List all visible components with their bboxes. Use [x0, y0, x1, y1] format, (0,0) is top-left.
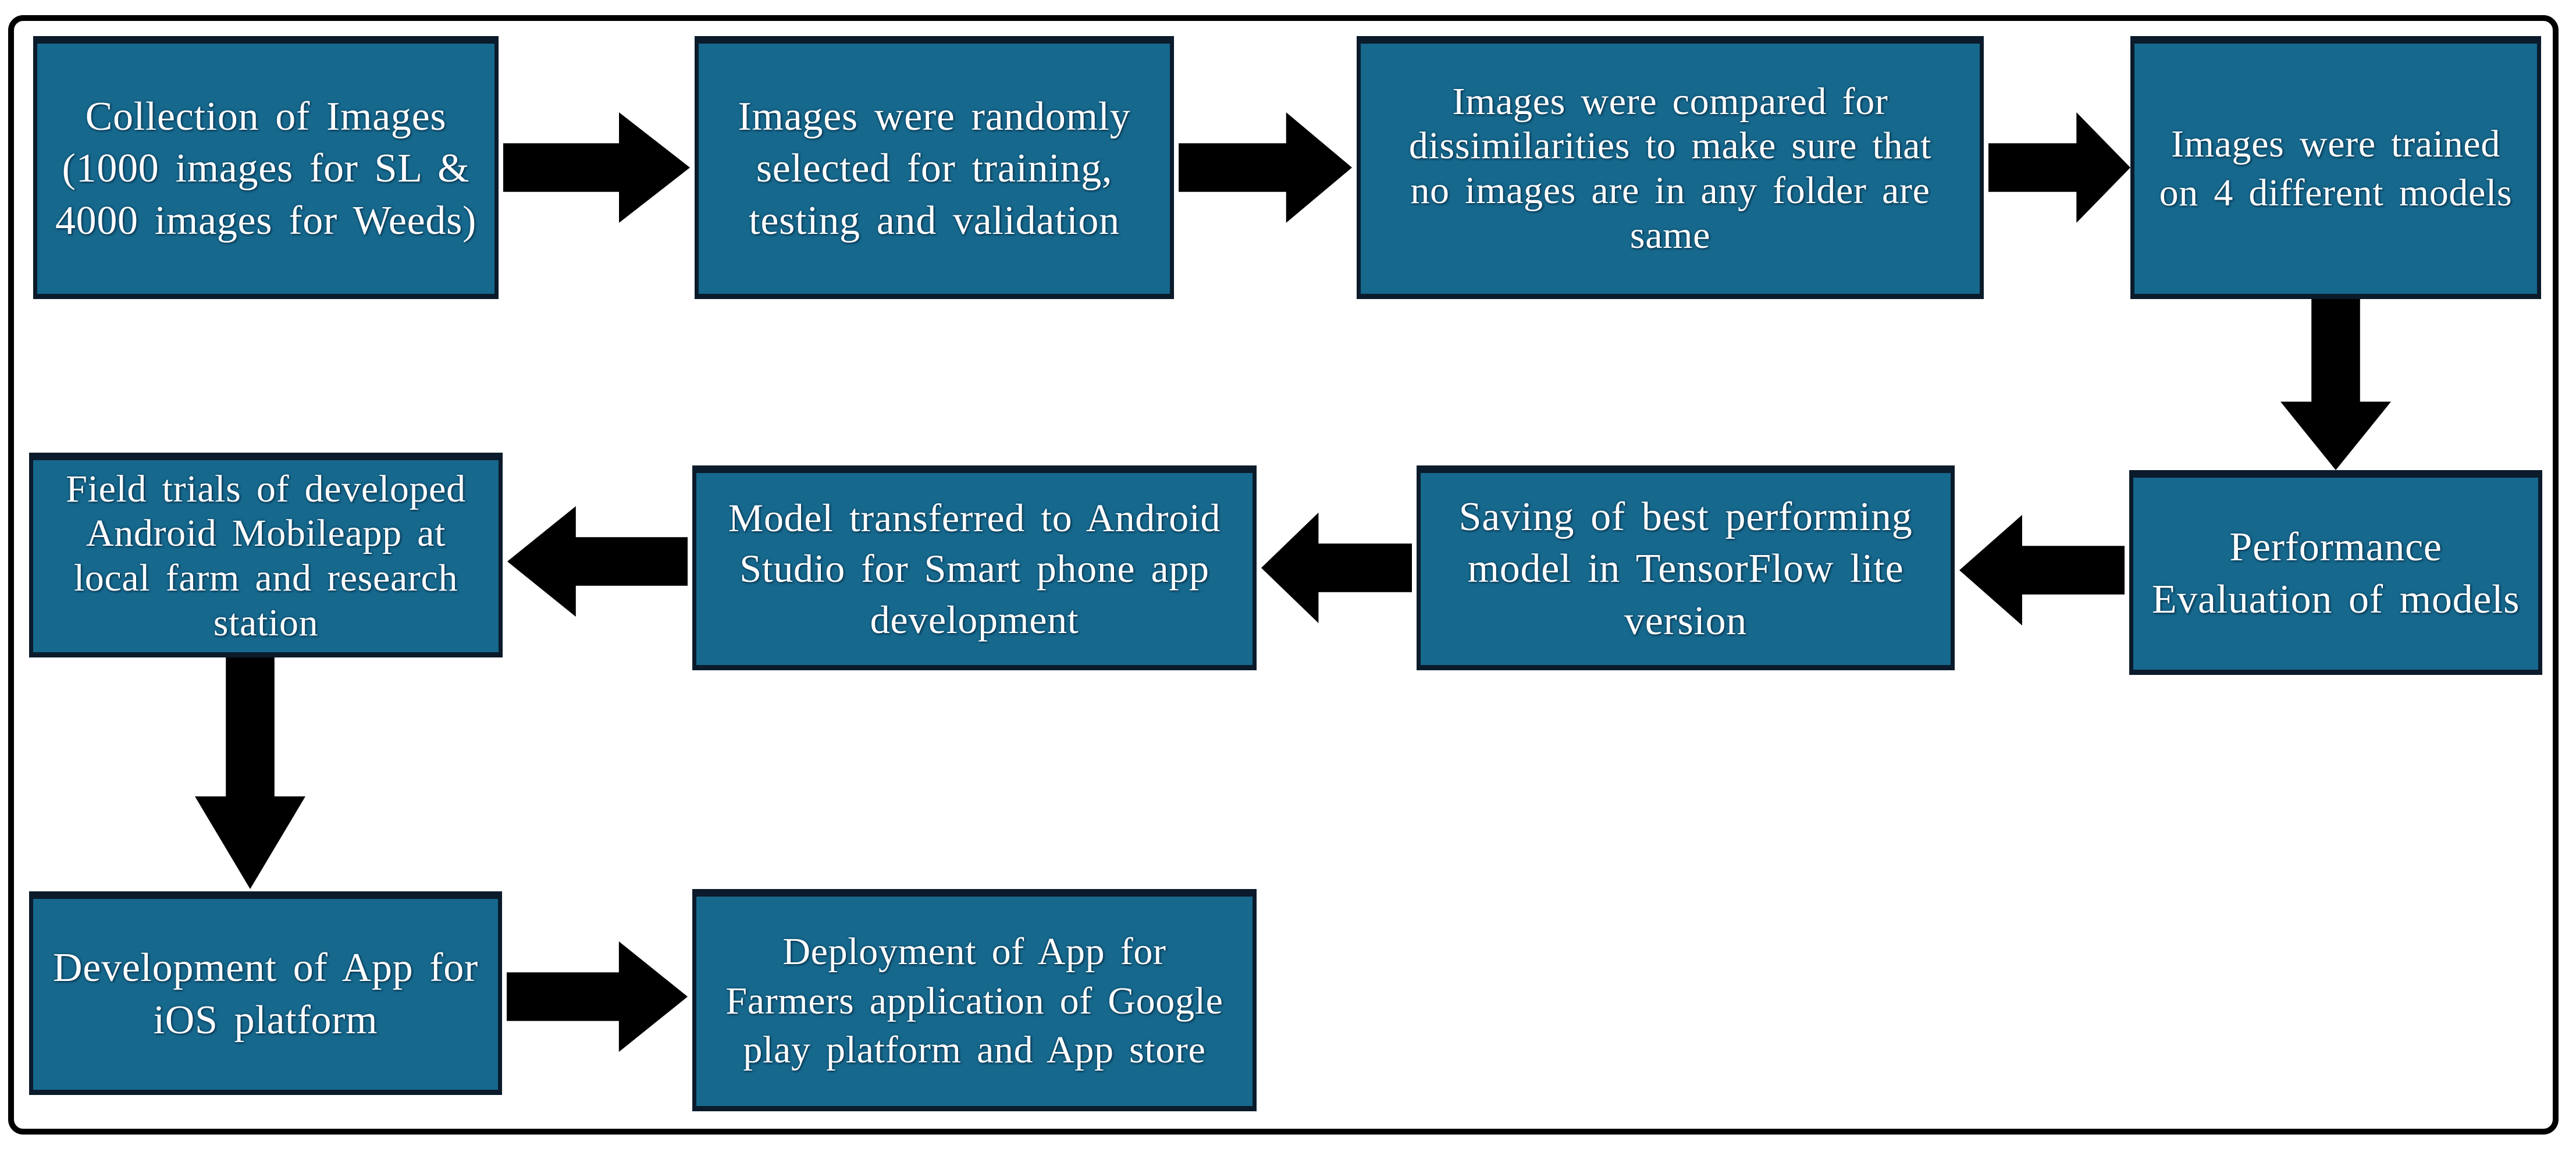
- step-text-line: Deployment of App for: [782, 930, 1166, 973]
- flow-step-dissimilarity-check: Images were compared for dissimilarities…: [1357, 36, 1984, 299]
- step-text-line: station: [213, 601, 319, 644]
- step-text-line: Saving of best performing: [1458, 494, 1913, 539]
- step-text-line: Development of App for: [52, 945, 479, 991]
- step-text-line: Evaluation of models: [2151, 577, 2520, 622]
- step-text-line: Studio for Smart phone app: [739, 546, 1209, 591]
- step-text-line: dissimilarities to make sure that: [1408, 125, 1932, 168]
- step-text-line: (1000 images for SL &: [62, 146, 470, 191]
- step-text-line: no images are in any folder are: [1410, 169, 1930, 212]
- step-text-line: Farmers application of Google: [725, 979, 1223, 1022]
- step-text-line: on 4 different models: [2159, 172, 2513, 214]
- step-text-line: Android Mobileapp at: [86, 512, 446, 555]
- step-text-line: version: [1624, 598, 1747, 643]
- flow-step-ios-development: Development of App for iOS platform: [29, 891, 502, 1095]
- step-text-line: Images were compared for: [1452, 80, 1888, 123]
- flow-step-random-selection: Images were randomly selected for traini…: [695, 36, 1174, 299]
- step-text-line: model in TensorFlow lite: [1467, 546, 1904, 592]
- step-text-line: Images were randomly: [738, 94, 1131, 139]
- step-text-line: Model transferred to Android: [728, 496, 1221, 541]
- step-text-line: Field trials of developed: [66, 467, 466, 510]
- step-text-line: testing and validation: [749, 198, 1120, 243]
- step-text-line: development: [870, 597, 1079, 642]
- step-text-line: iOS platform: [153, 998, 378, 1043]
- step-text-line: play platform and App store: [743, 1029, 1206, 1072]
- flow-step-deployment: Deployment of App for Farmers applicatio…: [692, 889, 1257, 1111]
- step-text-line: Collection of Images: [85, 94, 447, 139]
- step-text-line: same: [1629, 214, 1711, 257]
- step-text-line: local farm and research: [73, 557, 458, 599]
- step-text-line: 4000 images for Weeds): [55, 198, 477, 243]
- flow-step-field-trials: Field trials of developed Android Mobile…: [29, 453, 503, 657]
- flow-step-save-tflite: Saving of best performing model in Tenso…: [1417, 465, 1955, 670]
- flow-step-collection-of-images: Collection of Images (1000 images for SL…: [33, 36, 499, 299]
- flow-step-model-training: Images were trained on 4 different model…: [2130, 36, 2541, 299]
- step-text-line: selected for training,: [756, 146, 1113, 191]
- step-text-line: Performance: [2229, 525, 2442, 570]
- step-text-line: Images were trained: [2171, 122, 2501, 165]
- flow-step-android-studio-transfer: Model transferred to Android Studio for …: [692, 465, 1257, 670]
- figure-border-frame: [8, 15, 2559, 1135]
- flow-step-performance-evaluation: Performance Evaluation of models: [2129, 470, 2542, 675]
